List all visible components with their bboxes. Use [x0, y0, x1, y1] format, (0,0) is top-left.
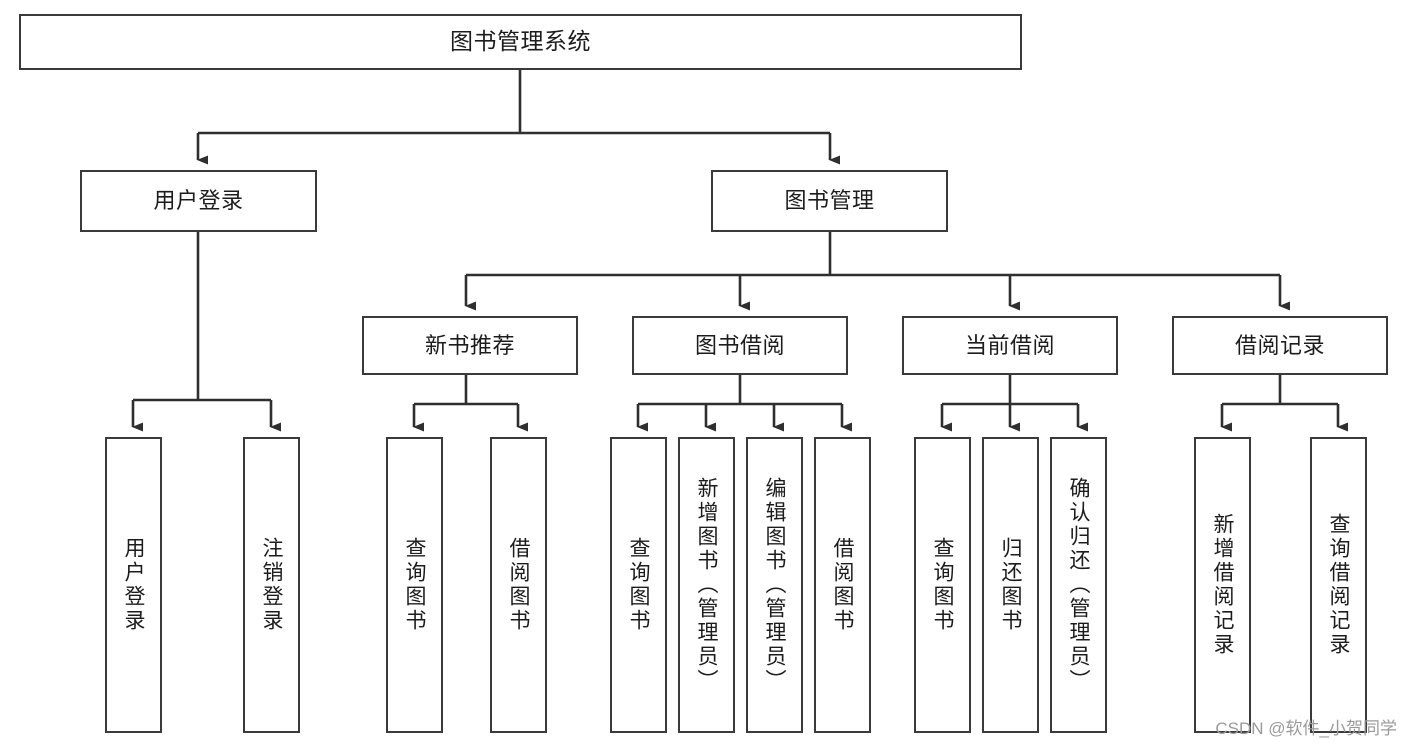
node-label: 查询图书: [931, 537, 954, 633]
leaf-cb-query-book[interactable]: 查询图书: [914, 437, 971, 733]
node-new-book-recommend[interactable]: 新书推荐: [362, 316, 578, 375]
node-label: 查询图书: [627, 537, 650, 633]
leaf-br-add-record[interactable]: 新增借阅记录: [1194, 437, 1251, 733]
node-label: 新书推荐: [424, 332, 515, 358]
csdn-watermark: CSDN @软件_小贺同学: [1215, 719, 1397, 738]
node-borrow-record[interactable]: 借阅记录: [1172, 316, 1388, 375]
leaf-nb-query-book[interactable]: 查询图书: [386, 437, 443, 733]
node-label: 图书管理: [784, 188, 875, 214]
node-label: 查询图书: [403, 537, 426, 633]
leaf-bb-edit-book-admin[interactable]: 编辑图书（管理员）: [746, 437, 803, 733]
node-label: 归还图书: [999, 537, 1022, 633]
node-user-login[interactable]: 用户登录: [80, 170, 317, 232]
leaf-bb-borrow-book[interactable]: 借阅图书: [814, 437, 871, 733]
node-label: 用户登录: [122, 537, 145, 633]
node-book-management-system[interactable]: 图书管理系统: [19, 14, 1022, 70]
leaf-cb-return-book[interactable]: 归还图书: [982, 437, 1039, 733]
leaf-br-query-record[interactable]: 查询借阅记录: [1310, 437, 1367, 733]
node-label: 用户登录: [153, 188, 244, 214]
node-label: 借阅图书: [507, 537, 530, 633]
node-label: 确认归还（管理员）: [1067, 477, 1090, 693]
node-label: 新增图书（管理员）: [695, 477, 718, 693]
node-book-borrow[interactable]: 图书借阅: [632, 316, 848, 375]
node-label: 查询借阅记录: [1327, 513, 1350, 657]
leaf-logout[interactable]: 注销登录: [243, 437, 300, 733]
node-label: 编辑图书（管理员）: [763, 477, 786, 693]
node-label: 注销登录: [260, 537, 283, 633]
node-label: 借阅图书: [831, 537, 854, 633]
node-label: 当前借阅: [964, 332, 1055, 358]
leaf-cb-confirm-return-admin[interactable]: 确认归还（管理员）: [1050, 437, 1107, 733]
node-label: 图书管理系统: [450, 28, 591, 55]
leaf-bb-query-book[interactable]: 查询图书: [610, 437, 667, 733]
node-label: 借阅记录: [1234, 332, 1325, 358]
leaf-user-login[interactable]: 用户登录: [105, 437, 162, 733]
node-label: 新增借阅记录: [1211, 513, 1234, 657]
node-book-management[interactable]: 图书管理: [711, 170, 948, 232]
leaf-bb-add-book-admin[interactable]: 新增图书（管理员）: [678, 437, 735, 733]
node-current-borrow[interactable]: 当前借阅: [902, 316, 1118, 375]
node-label: 图书借阅: [694, 332, 785, 358]
leaf-nb-borrow-book[interactable]: 借阅图书: [490, 437, 547, 733]
